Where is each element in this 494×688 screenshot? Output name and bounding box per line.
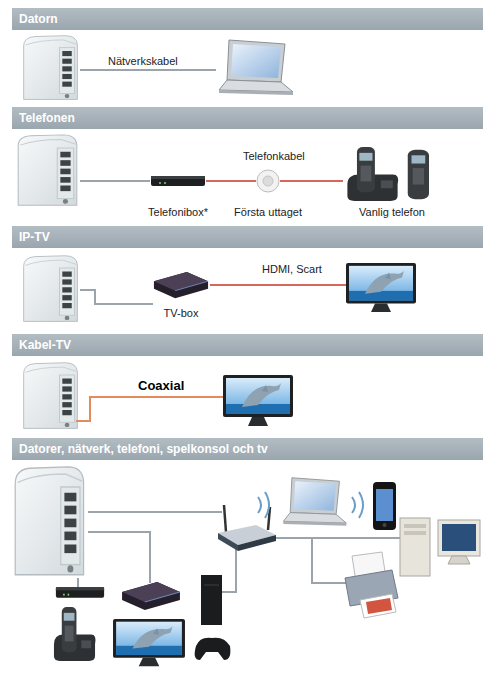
game-console (195, 575, 231, 660)
fiber-router (24, 363, 78, 429)
device-caption: TV-box (164, 307, 199, 319)
header-text: IP-TV (19, 230, 50, 244)
header-text: Kabel-TV (19, 338, 71, 352)
cable-label: Coaxial (138, 378, 184, 393)
printed-photo-image (366, 598, 392, 614)
console-body (201, 575, 222, 625)
fiber-router (18, 135, 77, 205)
device-caption: Vanlig telefon (359, 206, 425, 218)
wall-outlet-socket (263, 176, 273, 186)
computer-tower (400, 518, 430, 576)
cable-label: Telefonkabel (243, 150, 305, 162)
monitor-stand (448, 556, 470, 564)
header-text: Telefonen (19, 111, 75, 125)
device-caption: Första uttaget (234, 206, 302, 218)
network-cable (80, 180, 150, 182)
printer (345, 552, 398, 618)
smartphone-screen (376, 489, 393, 521)
device-caption: Telefonibox* (148, 206, 208, 218)
console-detail (204, 585, 219, 586)
monitor-screen (442, 524, 476, 551)
cable-label: HDMI, Scart (262, 263, 322, 275)
dect-phone (347, 147, 398, 201)
network-cable (88, 532, 150, 583)
dect-phone (54, 607, 96, 661)
device-node: Första uttaget (256, 169, 280, 193)
fiber-router (24, 36, 78, 100)
smartphone-body (373, 482, 396, 530)
game-controller (195, 638, 231, 660)
section-header: Telefonen (12, 107, 483, 129)
device-node: Vanlig telefon (343, 143, 441, 203)
network-cable (88, 511, 222, 513)
desktop-computer (400, 518, 480, 576)
network-cable (80, 290, 153, 304)
device-node: Telefonibox* (150, 175, 206, 187)
wall-outlet (257, 170, 279, 192)
drive-bay (404, 524, 426, 528)
tv-box (122, 582, 180, 610)
printed-photo (360, 594, 396, 618)
dect-handset (408, 150, 429, 199)
section-header: IP-TV (12, 226, 483, 248)
tv-box (154, 272, 208, 298)
hdmi-cable (210, 284, 346, 286)
coaxial-cable (76, 397, 223, 421)
network-cable (276, 537, 402, 539)
monitor (438, 520, 480, 556)
fiber-router (24, 256, 78, 322)
device-node: TV-box (152, 270, 210, 300)
laptop (283, 478, 346, 526)
laptop (219, 40, 293, 95)
wifi-wave (359, 492, 363, 518)
phone-box (151, 176, 205, 186)
section-header: Kabel-TV (12, 334, 483, 356)
wifi-wave (265, 492, 269, 518)
cable-label: Nätverkskabel (108, 55, 178, 67)
smartphone-button (383, 523, 387, 527)
drive-bay (404, 531, 426, 535)
smartphone (373, 482, 396, 530)
television (113, 619, 185, 666)
network-cable (77, 578, 79, 587)
network-cable (80, 69, 216, 71)
wifi-wave (352, 497, 355, 513)
section-header: Datorer, nätverk, telefoni, spelkonsol o… (12, 438, 483, 460)
fiber-router (15, 467, 83, 575)
network-cable (222, 548, 236, 592)
television (223, 375, 293, 426)
wifi-wave (258, 497, 261, 513)
television (346, 263, 416, 312)
header-text: Datorer, nätverk, telefoni, spelkonsol o… (19, 442, 268, 456)
phone-box (56, 587, 104, 598)
phone-cable (206, 180, 256, 182)
section-header: Datorn (12, 8, 483, 30)
header-text: Datorn (19, 12, 58, 26)
network-cable (312, 538, 346, 583)
phone-cable (280, 180, 343, 182)
